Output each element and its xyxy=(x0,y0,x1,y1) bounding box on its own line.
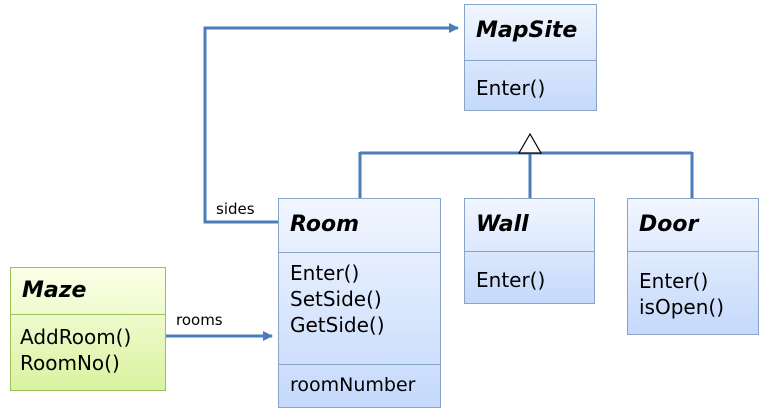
generalization-triangle-icon xyxy=(517,132,543,154)
room-operation: SetSide() xyxy=(290,287,382,311)
room-operation: Enter() xyxy=(290,261,360,285)
class-door[interactable]: Door Enter() isOpen() xyxy=(627,198,759,335)
class-maze[interactable]: Maze AddRoom() RoomNo() xyxy=(10,267,166,391)
class-mapsite[interactable]: MapSite Enter() xyxy=(464,4,597,111)
class-maze-name: Maze xyxy=(22,278,87,303)
door-operation: isOpen() xyxy=(639,295,724,319)
room-operation: GetSide() xyxy=(290,313,385,337)
maze-operation: AddRoom() xyxy=(20,325,132,349)
class-wall[interactable]: Wall Enter() xyxy=(464,198,595,304)
wall-operation: Enter() xyxy=(476,268,546,292)
class-wall-name: Wall xyxy=(476,212,529,237)
rooms-association-label: rooms xyxy=(176,311,223,329)
class-door-name: Door xyxy=(639,212,699,237)
class-room[interactable]: Room Enter() SetSide() GetSide() roomNum… xyxy=(278,198,441,408)
sides-association-line xyxy=(203,23,459,224)
door-operation: Enter() xyxy=(639,269,709,293)
room-attribute: roomNumber xyxy=(290,374,416,396)
maze-operation: RoomNo() xyxy=(20,351,120,375)
generalization-tree xyxy=(358,151,694,198)
class-room-name: Room xyxy=(290,212,359,237)
class-mapsite-name: MapSite xyxy=(476,18,578,43)
sides-association-label: sides xyxy=(216,200,255,218)
mapsite-operation: Enter() xyxy=(476,76,546,100)
